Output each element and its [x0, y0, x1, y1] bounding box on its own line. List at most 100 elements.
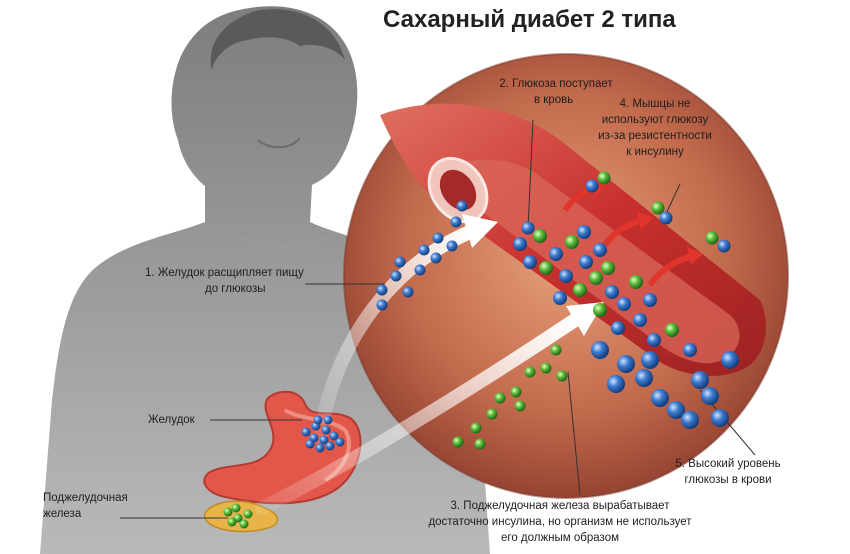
insulin-molecule — [474, 438, 486, 450]
glucose-molecule — [523, 255, 537, 269]
glucose-molecule — [651, 389, 669, 407]
insulin-molecule — [629, 275, 643, 289]
label-step1: 1. Желудок расщипляет пищу до глюкозы — [145, 265, 304, 297]
glucose-molecule — [335, 437, 345, 447]
glucose-molecule — [390, 270, 402, 282]
label-step4-line2: используют глюкозу — [601, 114, 709, 126]
insulin-molecule — [486, 408, 498, 420]
insulin-molecule — [550, 344, 562, 356]
insulin-molecule — [601, 261, 615, 275]
insulin-molecule — [227, 517, 237, 527]
glucose-molecule — [319, 435, 329, 445]
glucose-molecule — [683, 343, 697, 357]
glucose-molecule — [323, 415, 333, 425]
glucose-molecule — [641, 351, 659, 369]
glucose-molecule — [635, 369, 653, 387]
glucose-molecule — [647, 333, 661, 347]
insulin-molecule — [589, 271, 603, 285]
insulin-molecule — [524, 366, 536, 378]
glucose-molecule — [450, 216, 462, 228]
label-step5-line2: глюкозы в крови — [684, 474, 772, 486]
glucose-molecule — [633, 313, 647, 327]
label-stomach-text: Желудок — [148, 414, 195, 426]
glucose-molecule — [691, 371, 709, 389]
glucose-flow-arrow — [313, 214, 498, 445]
glucose-molecule — [301, 427, 311, 437]
glucose-molecule — [414, 264, 426, 276]
glucose-molecule — [593, 243, 607, 257]
label-step5-line1: 5. Высокий уровень — [675, 458, 781, 470]
insulin-molecule — [593, 303, 607, 317]
glucose-molecule — [617, 355, 635, 373]
label-stomach: Желудок — [148, 412, 195, 428]
glucose-molecule — [430, 252, 442, 264]
glucose-molecule — [585, 179, 599, 193]
label-step2: 2. Глюкоза поступает в кровь — [496, 76, 616, 108]
insulin-molecule — [651, 201, 665, 215]
insulin-molecule — [510, 386, 522, 398]
label-step1-line2: до глюкозы — [205, 283, 266, 295]
insulin-molecule — [239, 519, 249, 529]
glucose-molecule — [617, 297, 631, 311]
glucose-molecule — [611, 321, 625, 335]
glucose-molecule — [418, 244, 430, 256]
label-step4-line1: 4. Мышцы не — [619, 98, 691, 110]
page-title: Сахарный диабет 2 типа — [383, 6, 676, 33]
glucose-molecule — [605, 285, 619, 299]
insulin-molecule — [231, 503, 241, 513]
glucose-molecule — [577, 225, 591, 239]
glucose-molecule — [607, 375, 625, 393]
glucose-molecule — [305, 439, 315, 449]
insulin-molecule — [533, 229, 547, 243]
label-pancreas-line1: Поджелудочная — [43, 492, 128, 504]
insulin-molecule — [540, 362, 552, 374]
label-step3-line2: достаточно инсулина, но организм не испо… — [428, 516, 692, 528]
glucose-molecule — [315, 443, 325, 453]
glucose-molecule — [376, 299, 388, 311]
insulin-molecule — [573, 283, 587, 297]
label-step3-line3: его должным образом — [501, 532, 619, 544]
insulin-molecule — [470, 422, 482, 434]
glucose-molecule — [721, 351, 739, 369]
insulin-molecule — [452, 436, 464, 448]
human-silhouette — [40, 6, 490, 554]
glucose-molecule — [513, 237, 527, 251]
insulin-molecule — [597, 171, 611, 185]
glucose-molecule — [321, 425, 331, 435]
glucose-molecule — [325, 441, 335, 451]
insulin-molecule — [514, 400, 526, 412]
label-step3-line1: 3. Поджелудочная железа вырабатывает — [450, 500, 670, 512]
glucose-molecule — [549, 247, 563, 261]
glucose-molecule — [456, 200, 468, 212]
glucose-molecule — [711, 409, 729, 427]
label-step1-line1: 1. Желудок расщипляет пищу — [145, 267, 304, 279]
glucose-molecule — [659, 211, 673, 225]
insulin-molecule — [565, 235, 579, 249]
label-step4-line4: к инсулину — [626, 146, 684, 158]
glucose-molecule — [591, 341, 609, 359]
insulin-molecule — [539, 261, 553, 275]
glucose-molecule — [553, 291, 567, 305]
label-step4: 4. Мышцы не используют глюкозу из-за рез… — [590, 96, 720, 160]
glucose-molecule — [313, 415, 323, 425]
glucose-molecule — [559, 269, 573, 283]
glucose-molecule — [402, 286, 414, 298]
glucose-molecule — [643, 293, 657, 307]
label-pancreas: Поджелудочная железа — [43, 490, 128, 522]
glucose-molecule — [446, 240, 458, 252]
label-pancreas-line2: железа — [43, 508, 82, 520]
glucose-molecule — [376, 284, 388, 296]
insulin-molecule — [705, 231, 719, 245]
glucose-molecule — [579, 255, 593, 269]
insulin-molecule — [494, 392, 506, 404]
label-step3: 3. Поджелудочная железа вырабатывает дос… — [395, 498, 725, 546]
glucose-molecule — [432, 232, 444, 244]
molecules-layer — [223, 171, 739, 529]
glucose-molecule — [667, 401, 685, 419]
insulin-molecule — [243, 509, 253, 519]
insulin-molecule — [223, 507, 233, 517]
glucose-molecule — [701, 387, 719, 405]
insulin-molecule — [665, 323, 679, 337]
label-step5: 5. Высокий уровень глюкозы в крови — [658, 456, 798, 488]
